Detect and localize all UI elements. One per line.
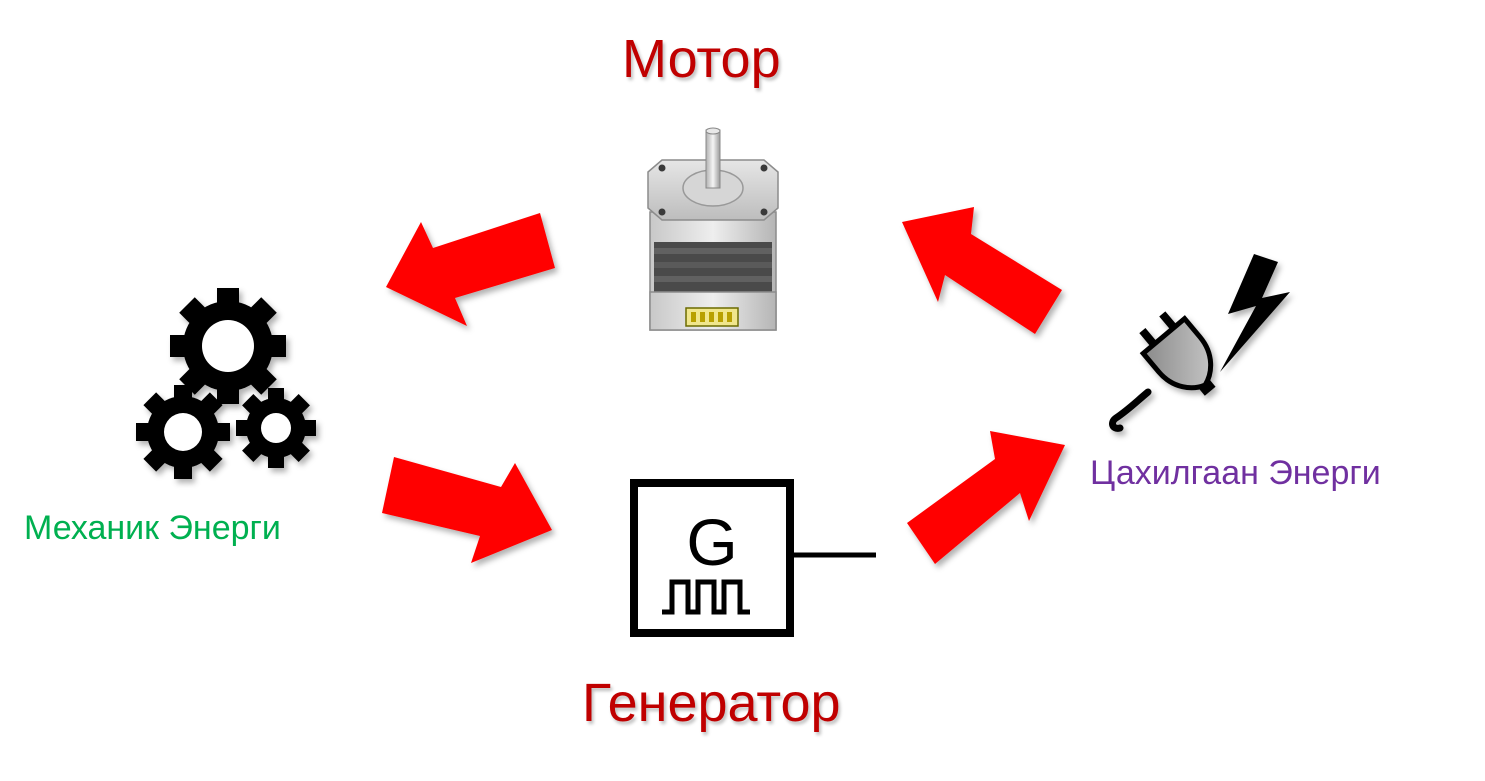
medium-gear-icon — [136, 385, 230, 479]
small-gear-icon — [236, 388, 316, 468]
electrical-energy-label: Цахилгаан Энерги — [1090, 454, 1381, 492]
mechanical-energy-label: Механик Энерги — [24, 509, 281, 547]
large-gear-icon — [170, 288, 286, 404]
pulse-wave-icon — [662, 579, 750, 615]
arrow-electrical-to-motor — [902, 207, 1062, 334]
generator-symbol-letter: G — [686, 505, 737, 579]
generator-symbol-icon: G — [630, 479, 876, 637]
gears-icon — [136, 288, 316, 479]
arrow-generator-to-electrical — [907, 431, 1065, 564]
arrow-motor-to-mechanical — [386, 213, 555, 326]
generator-label: Генератор — [582, 673, 841, 733]
electric-plug-icon — [1109, 254, 1290, 432]
motor-label: Мотор — [622, 29, 781, 89]
arrow-mechanical-to-generator — [382, 457, 552, 563]
lightning-bolt-icon — [1220, 254, 1290, 372]
stepper-motor-icon — [647, 127, 779, 331]
